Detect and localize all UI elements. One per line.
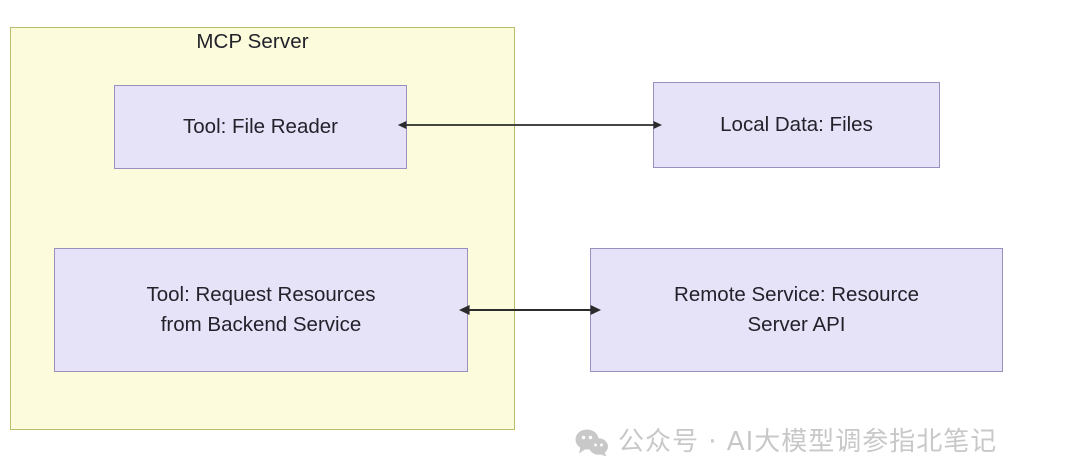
node-remote-service-resource-server-api-label: Remote Service: Resource Server API <box>674 283 919 336</box>
wechat-icon <box>575 429 608 456</box>
node-tool-file-reader[interactable]: Tool: File Reader <box>114 85 407 169</box>
mcp-server-group-title: MCP Server <box>196 30 309 53</box>
node-remote-service-resource-server-api[interactable]: Remote Service: Resource Server API <box>590 248 1003 372</box>
node-tool-request-resources-label: Tool: Request Resources from Backend Ser… <box>146 283 376 336</box>
node-local-data-files-label: Local Data: Files <box>720 113 873 136</box>
node-tool-file-reader-label: Tool: File Reader <box>183 115 338 138</box>
watermark: 公众号 · AI大模型调参指北笔记 <box>575 424 997 459</box>
node-tool-request-resources[interactable]: Tool: Request Resources from Backend Ser… <box>54 248 468 372</box>
watermark-text: 公众号 · AI大模型调参指北笔记 <box>618 426 998 457</box>
connector-file-reader-to-local-data <box>397 121 662 129</box>
node-local-data-files[interactable]: Local Data: Files <box>653 82 940 168</box>
connector-request-resources-to-remote-service <box>459 305 601 315</box>
